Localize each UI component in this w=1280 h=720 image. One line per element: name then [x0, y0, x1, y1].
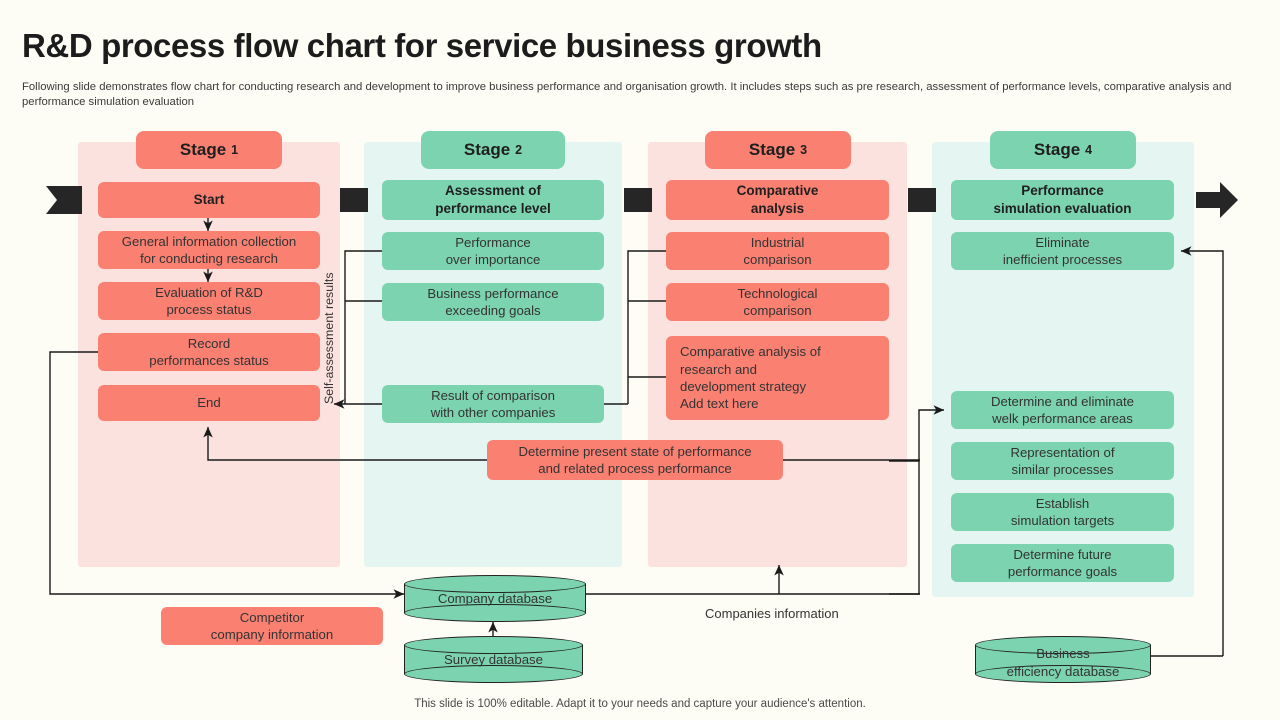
- cylinder-bottom: [975, 665, 1151, 683]
- stage-tab-3[interactable]: Stage 3: [705, 131, 851, 169]
- stage-4-header-box[interactable]: Performance simulation evaluation: [951, 180, 1174, 220]
- stage-2-header-box[interactable]: Assessment of performance level: [382, 180, 604, 220]
- stage-3-box-3[interactable]: Comparative analysis of research and dev…: [666, 336, 889, 420]
- stage-4-box-2[interactable]: Determine and eliminate welk performance…: [951, 391, 1174, 429]
- cylinder-top: [404, 575, 586, 593]
- stage-tab-4-number: 4: [1085, 143, 1093, 157]
- competitor-company-information-box[interactable]: Competitor company information: [161, 607, 383, 645]
- cylinder-bottom: [404, 665, 583, 683]
- business-efficiency-database-label: Business efficiency database: [1006, 646, 1120, 679]
- stage-tab-3-number: 3: [800, 143, 808, 157]
- business-efficiency-database[interactable]: Business efficiency database: [975, 636, 1151, 683]
- survey-database[interactable]: Survey database: [404, 636, 583, 683]
- stage-tab-2-label: Stage: [463, 140, 511, 159]
- stage-tab-1-label: Stage: [179, 140, 227, 159]
- stage-2-box-2[interactable]: Business performance exceeding goals: [382, 283, 604, 321]
- dark-connector-block-2: [624, 188, 652, 212]
- companies-information-label: Companies information: [705, 606, 839, 621]
- stage-3-header-box[interactable]: Comparative analysis: [666, 180, 889, 220]
- stage-3-box-1[interactable]: Industrial comparison: [666, 232, 889, 270]
- stage-4-box-1[interactable]: Eliminate inefficient processes: [951, 232, 1174, 270]
- stage-tab-3-label: Stage: [748, 140, 796, 159]
- page-subtitle: Following slide demonstrates flow chart …: [22, 81, 1232, 109]
- stage-tab-2[interactable]: Stage 2: [421, 131, 565, 169]
- stage-1-box-2[interactable]: Evaluation of R&D process status: [98, 282, 320, 320]
- determine-present-state-box[interactable]: Determine present state of performance a…: [487, 440, 783, 480]
- page-title: R&D process flow chart for service busin…: [22, 27, 822, 64]
- stage-4-box-5[interactable]: Determine future performance goals: [951, 544, 1174, 582]
- stage-1-header-box[interactable]: Start: [98, 182, 320, 218]
- stage-4-box-3[interactable]: Representation of similar processes: [951, 442, 1174, 480]
- dark-connector-block-3: [908, 188, 936, 212]
- stage-3-box-2[interactable]: Technological comparison: [666, 283, 889, 321]
- slide-footer-note: This slide is 100% editable. Adapt it to…: [414, 698, 866, 710]
- dark-connector-block-1: [340, 188, 368, 212]
- stage-2-box-1[interactable]: Performance over importance: [382, 232, 604, 270]
- right-arrow-icon: [1196, 182, 1238, 218]
- stage-tab-4[interactable]: Stage 4: [990, 131, 1136, 169]
- stage-tab-1-number: 1: [231, 143, 239, 157]
- self-assessment-results-label: Self-assessment results: [322, 272, 336, 404]
- survey-database-label: Survey database: [444, 651, 543, 667]
- stage-2-box-3[interactable]: Result of comparison with other companie…: [382, 385, 604, 423]
- stage-tab-2-number: 2: [515, 143, 523, 157]
- stage-1-box-1[interactable]: General information collection for condu…: [98, 231, 320, 269]
- company-database-label: Company database: [437, 590, 553, 606]
- stage-1-box-3[interactable]: Record performances status: [98, 333, 320, 371]
- cylinder-top: [975, 636, 1151, 654]
- cylinder-bottom: [404, 604, 586, 622]
- stage-1-box-4[interactable]: End: [98, 385, 320, 421]
- cylinder-top: [404, 636, 583, 654]
- stage-tab-4-label: Stage: [1033, 140, 1081, 159]
- company-database[interactable]: Company database: [404, 575, 586, 622]
- stage-tab-1[interactable]: Stage 1: [136, 131, 282, 169]
- stage-4-box-4[interactable]: Establish simulation targets: [951, 493, 1174, 531]
- ribbon-banner-icon: [46, 186, 82, 214]
